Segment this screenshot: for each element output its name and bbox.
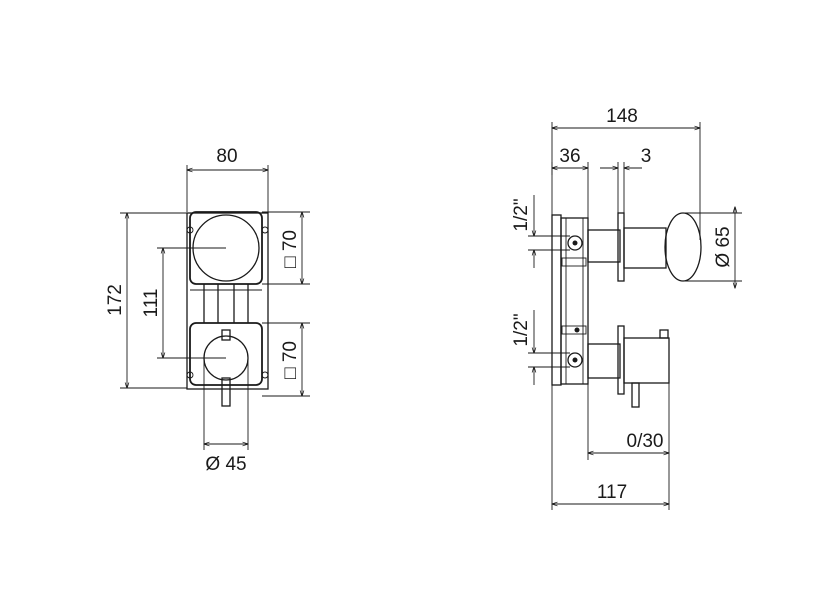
side-backplate [551, 214, 562, 386]
lower-spindle [587, 343, 621, 379]
lower-fitting-icon [567, 352, 583, 368]
side-view: 148 36 3 1/2" 1/2" Ø 65 0/30 [511, 106, 742, 510]
front-lower-lever [221, 377, 231, 407]
dim-width-80: 80 [216, 146, 237, 167]
lower-lever [631, 382, 640, 408]
upper-cover-plate [617, 212, 625, 282]
front-lower-marker [221, 329, 231, 341]
screw-icon [261, 371, 269, 379]
lower-cover-plate [617, 325, 625, 395]
dim-installation-117: 117 [597, 482, 627, 503]
side-body [560, 217, 589, 385]
dim-depth-148: 148 [606, 106, 638, 127]
upper-knob-neck [623, 227, 667, 269]
lower-handle [623, 337, 670, 384]
screw-icon [186, 226, 194, 234]
dim-plate-3: 3 [641, 146, 652, 167]
lower-handle-marker [659, 329, 669, 339]
upper-fitting-icon [567, 235, 583, 251]
dim-center-111: 111 [141, 289, 162, 318]
dim-thread-upper: 1/2" [511, 198, 532, 231]
dim-body-36: 36 [559, 146, 580, 167]
dim-plate-70-lower: □ 70 [280, 341, 301, 379]
upper-knob [664, 212, 702, 282]
dim-knob-diameter-65: Ø 65 [713, 226, 734, 267]
dim-height-172: 172 [105, 284, 126, 316]
dim-adjustment-0-30: 0/30 [627, 431, 664, 452]
screw-icon [261, 226, 269, 234]
dim-plate-70-upper: □ 70 [280, 230, 301, 268]
front-view: 80 172 111 □ 70 □ 70 Ø 45 [105, 146, 310, 475]
front-backplate [186, 212, 269, 390]
dim-handle-diameter-45: Ø 45 [205, 454, 246, 475]
upper-spindle [587, 229, 621, 263]
dim-thread-lower: 1/2" [511, 313, 532, 346]
screw-icon [186, 371, 194, 379]
front-lower-plate [189, 322, 263, 386]
